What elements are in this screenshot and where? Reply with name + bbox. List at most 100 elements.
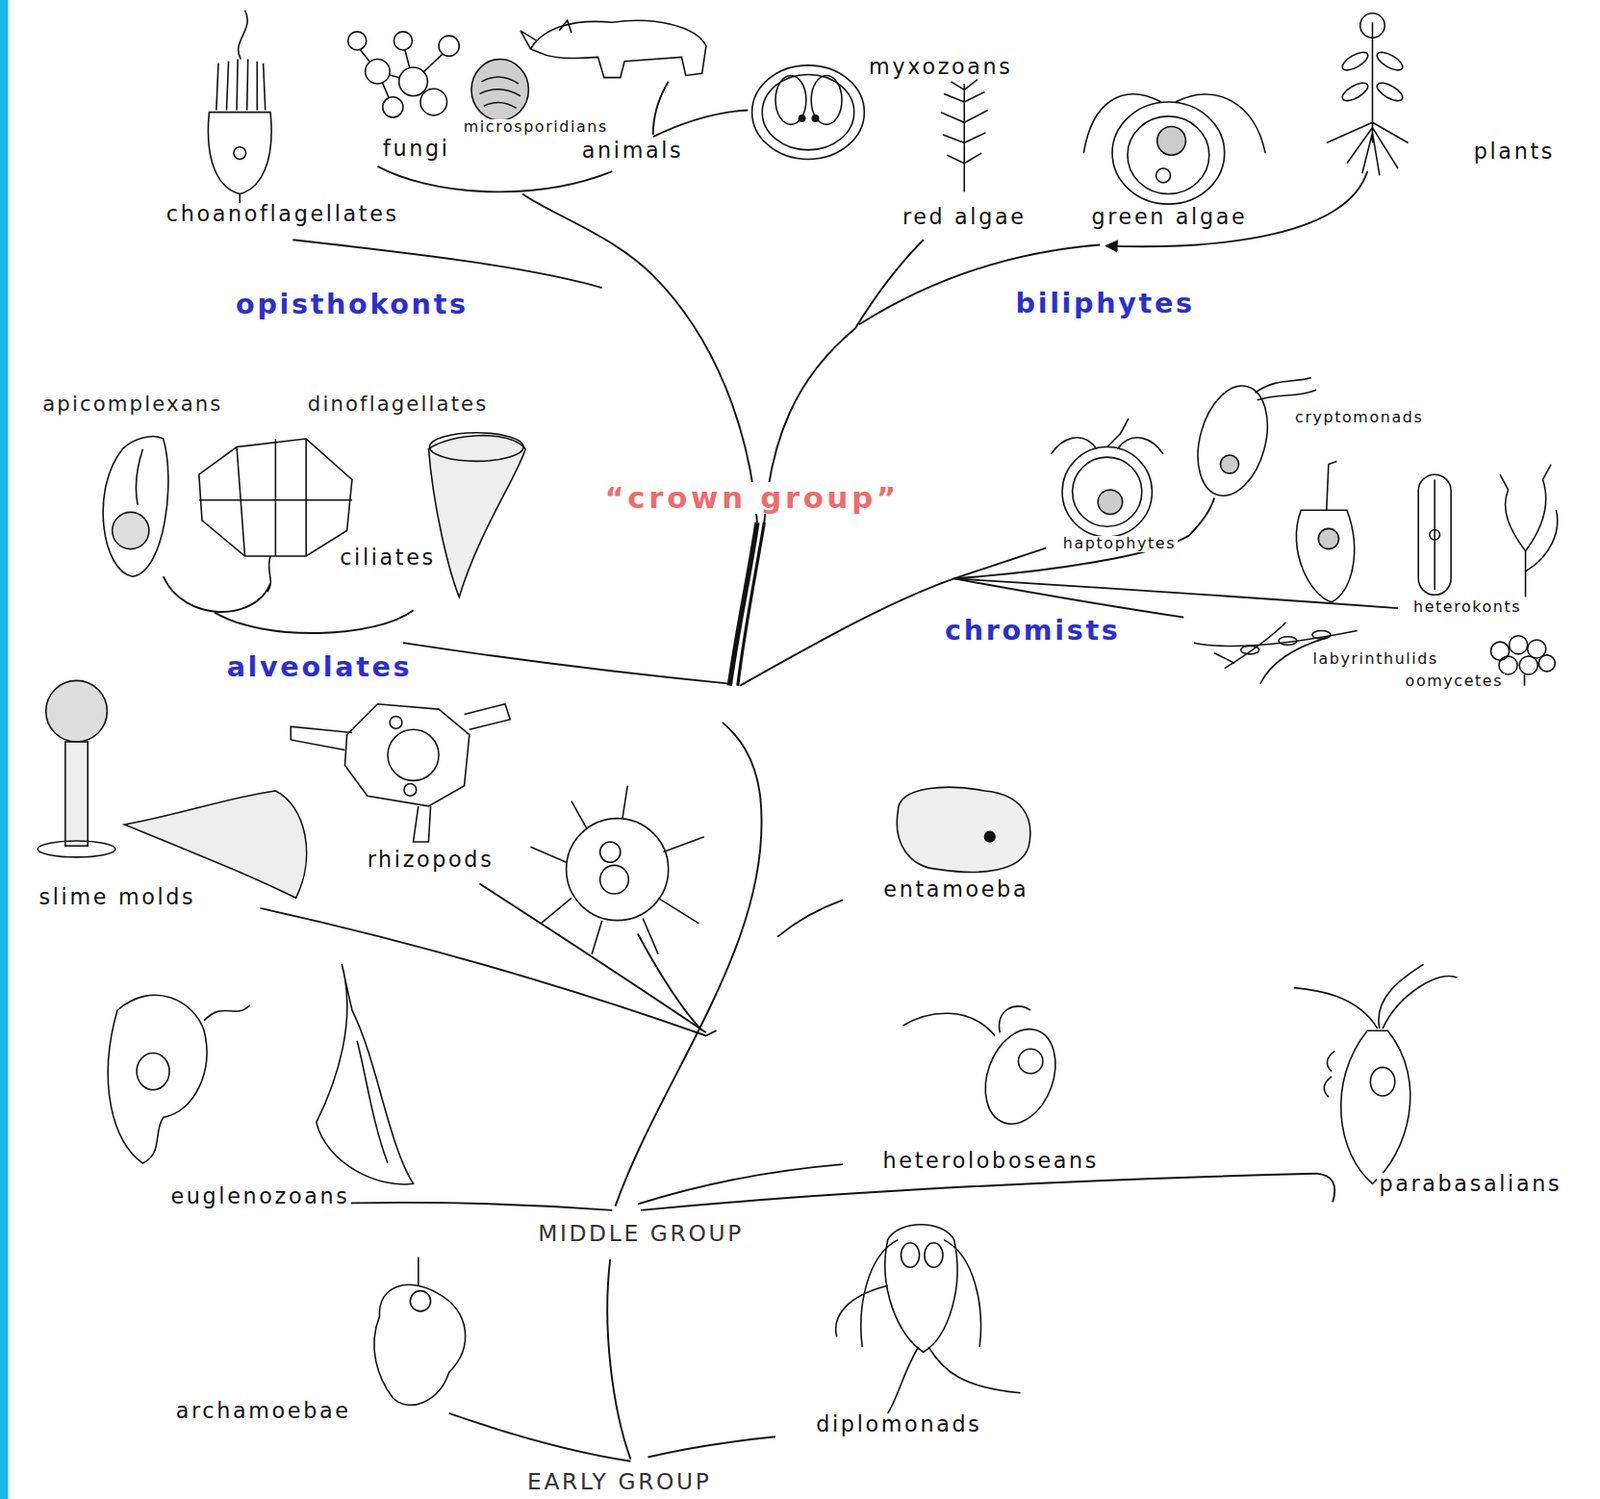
tree-branch <box>640 1173 1335 1211</box>
organism-drawing <box>290 704 510 842</box>
organism-drawing <box>1072 457 1143 527</box>
tree-branch <box>305 1202 612 1211</box>
taxon-label: euglenozoans <box>168 1185 352 1208</box>
organism-drawing <box>135 449 143 506</box>
taxon-label: diplomonads <box>813 1413 984 1436</box>
organism-drawing <box>1097 489 1122 514</box>
organism-drawing <box>344 704 469 807</box>
organism-drawing <box>903 1006 1032 1037</box>
organism-drawing <box>1360 13 1385 38</box>
tree-branch <box>954 578 1398 609</box>
tree-branch <box>214 609 414 634</box>
tree-branch <box>729 522 758 686</box>
organism-drawing <box>1498 656 1518 675</box>
organism-drawing <box>356 1041 388 1164</box>
tree-branch <box>377 166 612 192</box>
taxon-label: plants <box>1472 140 1557 163</box>
tree-branch <box>607 1259 631 1460</box>
organism-drawing <box>387 729 439 781</box>
taxon-label: fungi <box>380 137 453 160</box>
organism-drawing <box>1156 168 1171 183</box>
organism-drawing <box>752 65 865 160</box>
organism-drawing <box>924 1243 943 1268</box>
organism-drawing <box>972 1018 1068 1134</box>
taxon-label: slime molds <box>37 886 199 909</box>
taxon-label: red algae <box>900 205 1029 229</box>
organism-drawing <box>1341 1030 1411 1184</box>
organism-drawing <box>1339 49 1371 75</box>
organism-drawing <box>1127 116 1210 195</box>
organism-drawing <box>1433 479 1436 590</box>
organism-drawing <box>1318 528 1339 549</box>
organism-drawing <box>1326 22 1409 176</box>
organism-drawing <box>112 511 150 549</box>
organism-drawing <box>37 10 1557 1414</box>
organism-drawing <box>1294 964 1458 1029</box>
organism-drawing <box>438 35 459 56</box>
organism-drawing <box>374 1284 466 1405</box>
organism-drawing <box>1373 79 1405 105</box>
stage-label: MIDDLE GROUP <box>535 1221 746 1245</box>
organism-drawing <box>1112 101 1225 204</box>
organism-drawing <box>409 1291 431 1312</box>
organism-drawing <box>1312 630 1331 638</box>
organism-drawing <box>896 787 1031 872</box>
organism-drawing <box>1429 529 1441 540</box>
tree-branch <box>259 908 706 1037</box>
organism-drawing <box>382 97 404 118</box>
organism-drawing <box>1255 377 1318 400</box>
organism-drawing <box>124 790 306 898</box>
organism-drawing <box>1295 509 1354 602</box>
organism-drawing <box>389 716 403 730</box>
taxon-label: animals <box>580 139 686 162</box>
group-label: biliphytes <box>1014 288 1197 318</box>
organism-drawing <box>1017 1048 1042 1073</box>
organism-drawing <box>46 680 108 742</box>
tree-branch <box>637 933 703 1031</box>
taxon-label: entamoeba <box>881 878 1031 901</box>
organism-drawing <box>1326 460 1338 510</box>
organism-drawing <box>393 31 412 51</box>
organism-drawing <box>531 786 705 955</box>
organism-drawing <box>1491 641 1510 661</box>
taxon-label: archamoebae <box>174 1399 354 1423</box>
organism-drawing <box>203 1005 251 1021</box>
organism-drawing <box>1219 455 1239 474</box>
taxon-label: choanoflagellates <box>164 203 402 226</box>
organism-drawing <box>238 10 249 60</box>
organism-drawing <box>1278 636 1297 645</box>
organism-drawing <box>531 20 707 77</box>
organism-drawing <box>1323 1050 1335 1097</box>
organism-drawing <box>404 784 417 797</box>
organism-drawing <box>430 432 525 462</box>
taxon-label: green algae <box>1090 205 1250 229</box>
organism-drawing <box>1157 126 1187 156</box>
organism-drawing <box>1186 378 1279 504</box>
tree-branch <box>647 1436 776 1457</box>
organism-drawing <box>1373 49 1405 75</box>
taxon-label: ciliates <box>337 546 438 569</box>
tree-branch <box>637 1164 843 1204</box>
organism-drawing <box>428 435 526 598</box>
tree-branch <box>739 578 955 686</box>
tree-branch <box>706 1030 717 1036</box>
side-stripe <box>0 0 8 1499</box>
organism-drawing <box>1538 655 1555 672</box>
organism-drawing <box>600 841 621 863</box>
organism-drawing <box>812 115 818 122</box>
group-label: alveolates <box>225 652 415 682</box>
organism-drawing <box>207 112 272 195</box>
organism-drawing <box>1083 94 1266 153</box>
taxon-label: dinoflagellates <box>305 393 491 415</box>
taxon-label: rhizopods <box>365 848 497 871</box>
tree-branch <box>292 239 602 288</box>
organism-drawing <box>65 741 88 846</box>
organism-drawing <box>1418 474 1451 595</box>
tree-branch <box>163 576 271 612</box>
organism-drawing <box>399 67 429 97</box>
tree-branch <box>954 498 1215 580</box>
taxon-label: myxozoans <box>866 55 1016 78</box>
group-label: chromists <box>942 615 1122 645</box>
organism-drawing <box>520 20 572 50</box>
